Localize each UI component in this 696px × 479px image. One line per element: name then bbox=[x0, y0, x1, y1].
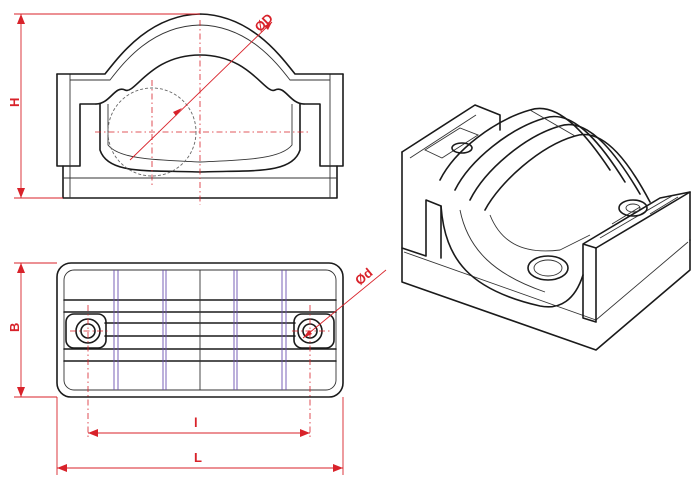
top-view: Ød B l L bbox=[7, 262, 387, 475]
dim-label-diameter-hole: Ød bbox=[352, 265, 376, 288]
dim-label-width: B bbox=[7, 323, 22, 332]
dim-label-height: H bbox=[7, 98, 22, 107]
dim-label-length: L bbox=[194, 450, 202, 465]
front-view: ØD H bbox=[7, 10, 344, 205]
isometric-view bbox=[401, 104, 691, 351]
dim-label-diameter-large: ØD bbox=[252, 10, 276, 34]
dim-label-hole-spacing: l bbox=[194, 415, 198, 430]
